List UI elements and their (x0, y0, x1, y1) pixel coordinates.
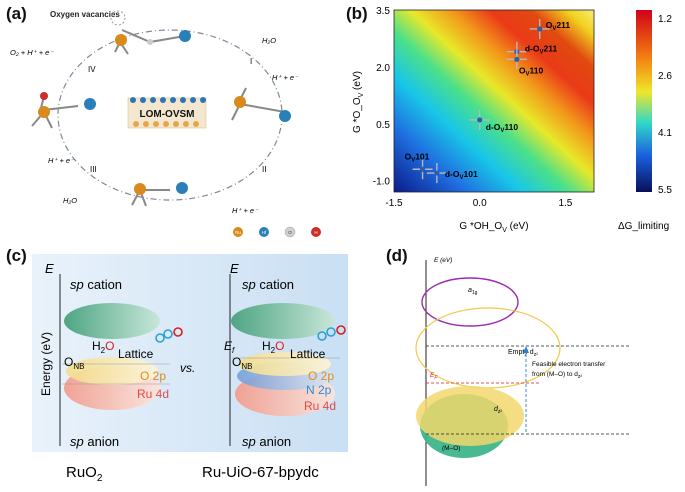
fermi-label: EF (430, 372, 438, 381)
panel-a-cycle-diagram: Oxygen vacancies IV I II III O₂ + H⁺ + e… (10, 10, 321, 238)
left-cation-band (64, 303, 160, 339)
sp-cation-right: sp cation (242, 277, 294, 292)
energy-axis-label: Energy (eV) (39, 332, 53, 396)
energy-axis-label: E (eV) (434, 257, 452, 264)
m-o-label: (M–O) (442, 445, 460, 452)
eq-h2o-in: H₂O (262, 36, 276, 45)
sp-cation-left: sp cation (70, 277, 122, 292)
point-label: d-OV101 (445, 169, 478, 181)
axis-ticks: -1.5 0.0 1.5 3.5 2.0 0.5 -1.0 (373, 6, 573, 209)
panel-b-heatmap: -1.5 0.0 1.5 3.5 2.0 0.5 -1.0 OV211 d-OV211OV11… (352, 6, 672, 234)
y-tick-label: 0.5 (376, 120, 390, 131)
colorbar (636, 10, 652, 192)
step-ii: II (262, 165, 266, 174)
colorbar-tick-1: 2.6 (658, 71, 672, 82)
a1g-orbital (421, 277, 519, 327)
y-tick-label: 2.0 (376, 63, 390, 74)
step-iii: III (90, 165, 97, 174)
data-point (419, 166, 426, 172)
data-point (477, 117, 483, 123)
point-label: OV110 (519, 65, 544, 77)
panel-d-orbital-diagram: E (eV) a1g Empty dz² dz² (M–O) EF Feasib… (415, 257, 630, 486)
ef-label: Ef (224, 339, 235, 355)
eq-h-in: H⁺ + e⁻ (48, 156, 75, 165)
o2p-right: O 2p (308, 369, 334, 383)
molecule-top (114, 29, 191, 55)
ru4d-left: Ru 4d (137, 387, 169, 401)
panel-label-a: (a) (6, 4, 27, 23)
eq-h2o-out: H₂O (63, 196, 77, 205)
empty-dz2-label: Empty dz² (508, 349, 538, 358)
point-label: d-OV211 (525, 44, 558, 56)
eq-o2: O₂ + H⁺ + e⁻ (10, 48, 54, 57)
heatmap-area (394, 10, 594, 192)
point-label: OV211 (546, 20, 571, 32)
e-label-left: E (45, 261, 54, 276)
svg-text:O: O (288, 230, 292, 235)
panel-c-band-diagram: E E sp cation sp cation sp anion sp anio… (32, 254, 348, 484)
h2o-right: H2O (262, 339, 284, 355)
transfer-text-1: Feasible electron transfer (532, 361, 606, 368)
panel-label-b: (b) (346, 4, 368, 23)
onb-left: ONB (64, 355, 84, 371)
x-axis-label: G *OH_OV (eV) (459, 221, 528, 234)
y-tick-label: -1.0 (373, 177, 391, 188)
onb-right: ONB (232, 355, 252, 371)
point-label: d-OV110 (486, 122, 519, 134)
molecule-bottom (131, 182, 188, 207)
panel-label-d: (d) (386, 246, 408, 265)
n2p-right: N 2p (306, 383, 332, 397)
molecule-right (231, 87, 291, 122)
step-i: I (250, 57, 252, 66)
center-label: LOM-OVSM (140, 109, 195, 120)
panel-label-c: (c) (6, 246, 27, 265)
point-label: OV101 (405, 151, 430, 163)
sp-anion-left: sp anion (70, 434, 119, 449)
data-point (434, 170, 440, 176)
colorbar-label: ΔG_limiting (618, 221, 669, 232)
x-tick-label: 1.5 (558, 198, 572, 209)
colorbar-tick-2: 4.1 (658, 128, 672, 139)
molecule-left (31, 92, 96, 129)
colorbar-tick-3: 5.5 (658, 185, 672, 196)
left-material-name: RuO2 (66, 464, 103, 484)
dz2-band (416, 386, 524, 446)
h2o-left: H2O (92, 339, 114, 355)
lattice-left: Lattice (118, 347, 154, 361)
colorbar-tick-0: 1.2 (658, 14, 672, 25)
step-iv: IV (88, 65, 96, 74)
lattice-right: Lattice (290, 347, 326, 361)
y-tick-label: 3.5 (376, 6, 390, 17)
eq-h-out-2: H⁺ + e⁻ (232, 206, 259, 215)
o2p-left: O 2p (140, 369, 166, 383)
ru4d-right: Ru 4d (304, 399, 336, 413)
vs-label: vs. (180, 361, 195, 375)
data-point (537, 26, 543, 32)
svg-text:Hf: Hf (262, 230, 267, 235)
eq-h-out-1: H⁺ + e⁻ (272, 73, 299, 82)
right-material-name: Ru-UiO-67-bpydc (202, 464, 319, 481)
lom-ovsm-slab: LOM-OVSM (127, 97, 207, 129)
vacancy-label: Oxygen vacancies (50, 10, 120, 19)
dz2-label: dz² (494, 406, 502, 415)
x-tick-label: 0.0 (473, 198, 487, 209)
element-legend: Ru Hf O H (233, 226, 321, 238)
y-axis-label: G *O_OV (eV) (352, 71, 365, 133)
data-point (514, 56, 520, 62)
x-tick-label: -1.5 (385, 198, 403, 209)
right-cation-band (231, 303, 335, 339)
e-label-right: E (230, 261, 239, 276)
transfer-text-2: from (M–O) to dz² (532, 371, 582, 380)
svg-text:H: H (314, 230, 317, 235)
a1g-label: a1g (468, 287, 478, 296)
sp-anion-right: sp anion (242, 434, 291, 449)
svg-text:Ru: Ru (235, 230, 241, 235)
